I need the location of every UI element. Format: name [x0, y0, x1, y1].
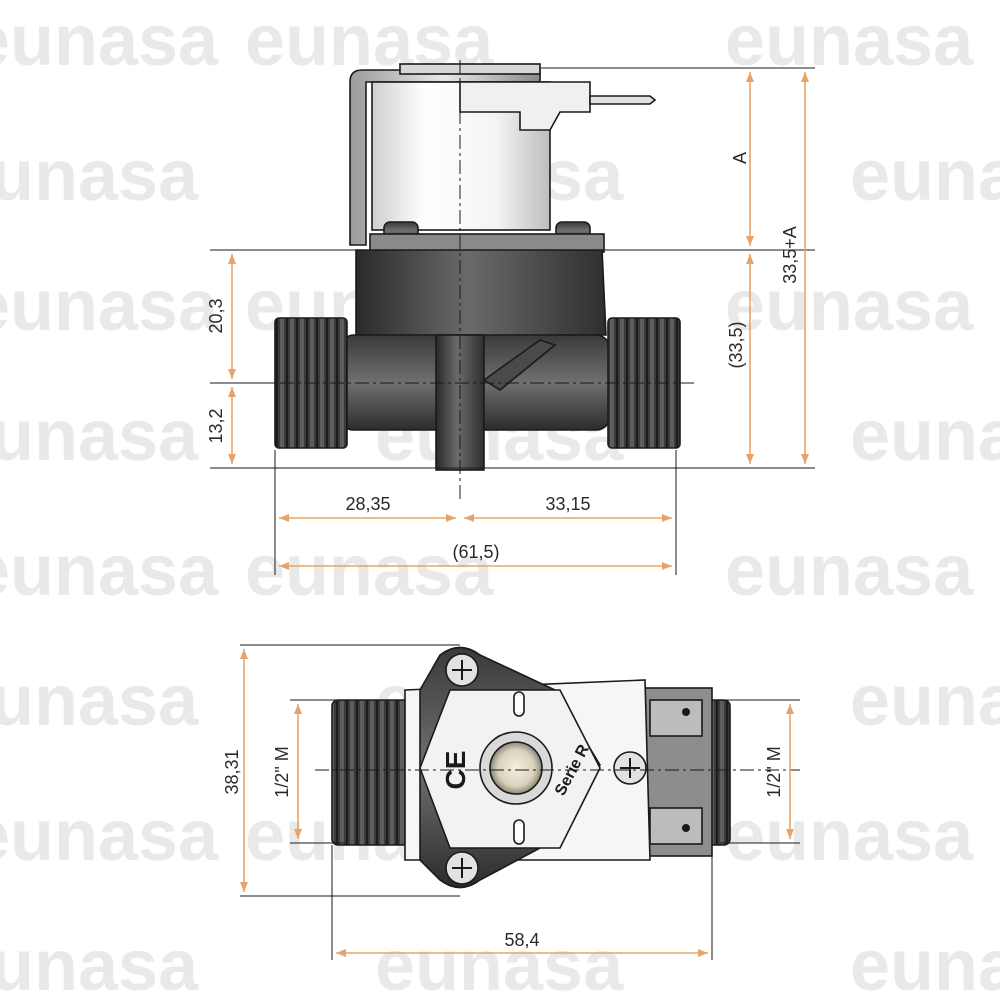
watermark-text: eunasa	[0, 1, 219, 81]
dimension-arrows-top	[240, 649, 794, 957]
watermark-text: eunasa	[245, 531, 494, 611]
dimension-label-left-width: 28,35	[345, 494, 390, 514]
terminal-top	[649, 699, 703, 737]
watermark-text: eunasa	[850, 926, 1000, 1000]
inner-passage	[482, 339, 557, 391]
dimension-label-a: A	[730, 152, 750, 164]
terminal-connector	[459, 81, 591, 131]
watermark-text: eunasa	[850, 661, 1000, 741]
dimension-label-thread-left: 1/2" M	[272, 746, 292, 797]
watermark-text: eunasa	[0, 396, 199, 476]
watermark-text: eunasa	[0, 796, 219, 876]
inlet-bore	[489, 741, 543, 795]
watermark-text: eunasa	[0, 531, 219, 611]
watermark-text: eunasa	[850, 136, 1000, 216]
dimension-arrows	[228, 72, 809, 570]
dimension-label-height: 38,31	[222, 749, 242, 794]
watermark-text: eunasa	[0, 266, 219, 346]
slot	[513, 691, 525, 717]
dimension-label-upper: 20,3	[206, 298, 226, 333]
watermark-text: eunasa	[0, 136, 199, 216]
thread-left-top	[331, 699, 411, 846]
watermark-text: eunasa	[375, 926, 624, 1000]
watermark-text: eunasa	[725, 531, 974, 611]
terminal-hole	[682, 824, 690, 832]
slot	[513, 819, 525, 845]
dimension-label-total: 33,5+A	[780, 226, 800, 284]
watermark-text: eunasa	[0, 926, 199, 1000]
watermark-text: eunasa	[725, 266, 974, 346]
front-view: A 33,5+A (33,5) 20,3 13,2 28,35 33,15 (6…	[206, 60, 815, 575]
terminal-blade	[589, 95, 657, 105]
dimension-label-total-width: (61,5)	[452, 542, 499, 562]
watermark-text: eunasa	[0, 661, 199, 741]
bracket-top	[399, 63, 541, 75]
terminal-hole	[682, 708, 690, 716]
dimension-label-thread-right: 1/2" M	[764, 746, 784, 797]
watermark-text: eunasa	[725, 1, 974, 81]
dimension-label-lower: 13,2	[206, 408, 226, 443]
dimension-label-body-height: (33,5)	[726, 321, 746, 368]
watermark-text: eunasa	[850, 396, 1000, 476]
dimension-label-width: 58,4	[504, 930, 539, 950]
dimension-label-right-width: 33,15	[545, 494, 590, 514]
terminal-bottom	[649, 807, 703, 845]
watermark-text: eunasa	[725, 796, 974, 876]
top-view: CE Serie R 38,31 1/2" M 1/2" M 58,4	[222, 644, 800, 960]
